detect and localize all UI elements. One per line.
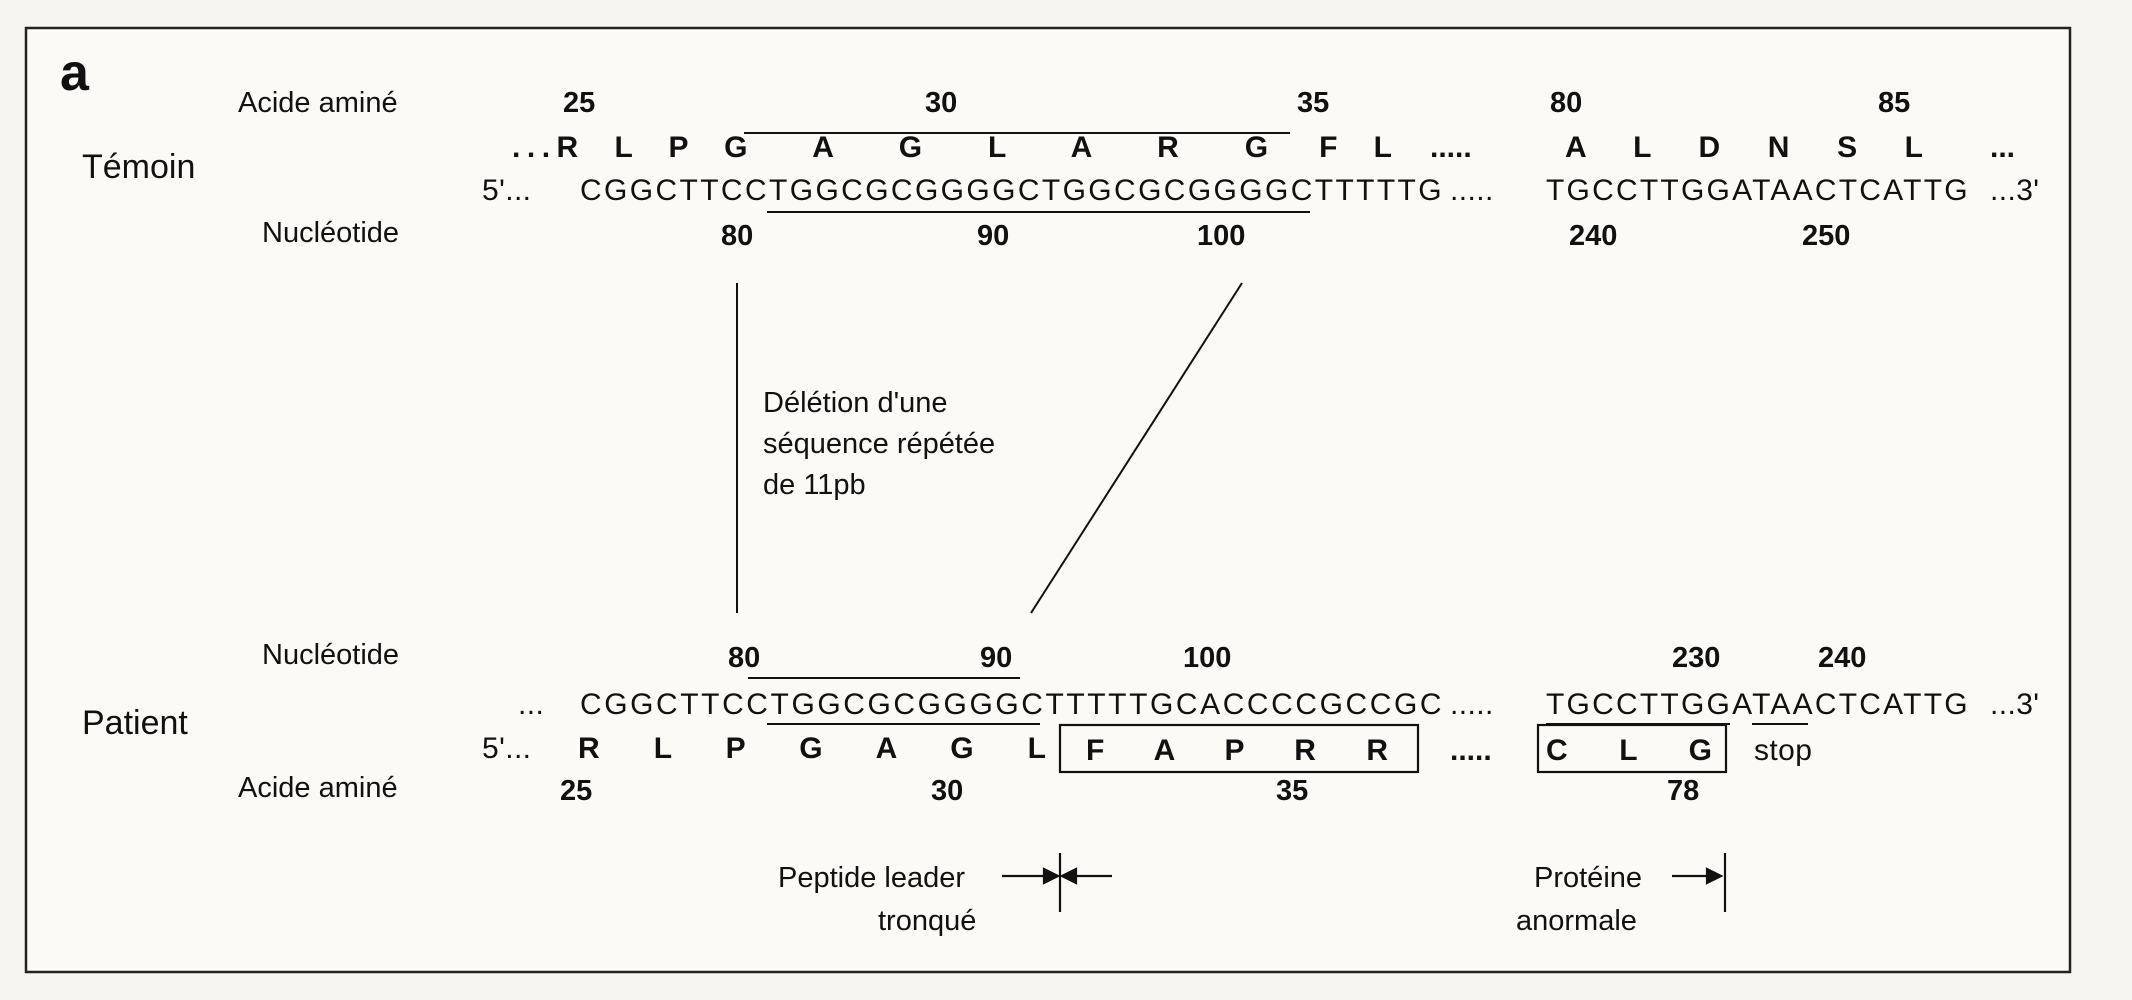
temoin-label: Témoin <box>82 148 195 186</box>
patient-aa-prefix: 5'... <box>482 732 531 765</box>
patient-seq-right: TGCCTTGGATAACTCATTG <box>1546 688 1968 721</box>
patient-aa-number: 78 <box>1667 775 1699 807</box>
patient-seq-dots: ..... <box>1450 688 1494 721</box>
temoin-seq-left: CGGCTTCCTGGCGCGGGGCTGGCGCGGGGCTTTTTG <box>580 174 1442 207</box>
temoin-nt-number: 90 <box>977 220 1009 252</box>
panel-letter: a <box>60 44 90 102</box>
temoin-aa-number: 85 <box>1878 87 1910 119</box>
temoin-nt-number: 100 <box>1197 220 1245 252</box>
temoin-seq-right: TGCCTTGGATAACTCATTG <box>1546 174 1968 207</box>
patient-seq-suffix: ...3' <box>1990 688 2039 721</box>
patient-aa-dots: ..... <box>1450 734 1492 767</box>
patient-stop-label: stop <box>1754 734 1812 767</box>
patient-nt-number: 100 <box>1183 642 1231 674</box>
frameshift-box <box>1058 723 1420 774</box>
figure-frame <box>24 26 2072 974</box>
patient-aa-number: 25 <box>560 775 592 807</box>
deletion-note-line: Délétion d'une <box>763 387 948 419</box>
patient-label: Patient <box>82 704 188 742</box>
amino-acid-label-temoin: Acide aminé <box>238 87 398 119</box>
deletion-note-line: séquence répétée <box>763 428 995 460</box>
protein-end-marker <box>1672 853 1727 912</box>
temoin-seq-dots: ..... <box>1450 174 1494 207</box>
nucleotide-label-temoin: Nucléotide <box>262 217 399 249</box>
temoin-aa-seq-right: A L D N S L <box>1565 131 1923 164</box>
amino-acid-label-patient: Acide aminé <box>238 772 398 804</box>
abnormal-protein-label: anormale <box>1516 905 1637 937</box>
patient-nt-number: 240 <box>1818 642 1866 674</box>
patient-aa-number: 30 <box>931 775 963 807</box>
leader-peptide-label: tronqué <box>878 905 976 937</box>
nucleotide-label-patient: Nucléotide <box>262 639 399 671</box>
abnormal-protein-label: Protéine <box>1534 862 1642 894</box>
patient-aa-number: 35 <box>1276 775 1308 807</box>
temoin-aa-end: ... <box>1990 131 2015 164</box>
temoin-aa-number: 30 <box>925 87 957 119</box>
temoin-seq-suffix: ...3' <box>1990 174 2039 207</box>
patient-seq-prefix: ... <box>518 688 544 721</box>
patient-nt-number: 90 <box>980 642 1012 674</box>
temoin-aa-number: 25 <box>563 87 595 119</box>
patient-aa-frameshift: F A P R R <box>1086 734 1388 767</box>
deletion-note-line: de 11pb <box>763 469 866 501</box>
abnormal-protein-box <box>1536 723 1728 774</box>
patient-aa-seq-left: R L P G A G L <box>578 732 1046 765</box>
temoin-aa-dots: ..... <box>1430 131 1472 164</box>
temoin-nt-number: 240 <box>1569 220 1617 252</box>
patient-nt-number: 230 <box>1672 642 1720 674</box>
deletion-line-right <box>1030 282 1243 614</box>
temoin-aa-number: 80 <box>1550 87 1582 119</box>
temoin-seq-prefix: 5'... <box>482 174 531 207</box>
leader-peptide-label: Peptide leader <box>778 862 965 894</box>
patient-seq-left: CGGCTTCCTGGCGCGGGGCTTTTTGCACCCCGCCGC <box>580 688 1442 721</box>
temoin-aa-number: 35 <box>1297 87 1329 119</box>
temoin-nt-number: 80 <box>721 220 753 252</box>
cleavage-marker <box>1002 853 1112 912</box>
temoin-nt-number: 250 <box>1802 220 1850 252</box>
patient-nt-number: 80 <box>728 642 760 674</box>
